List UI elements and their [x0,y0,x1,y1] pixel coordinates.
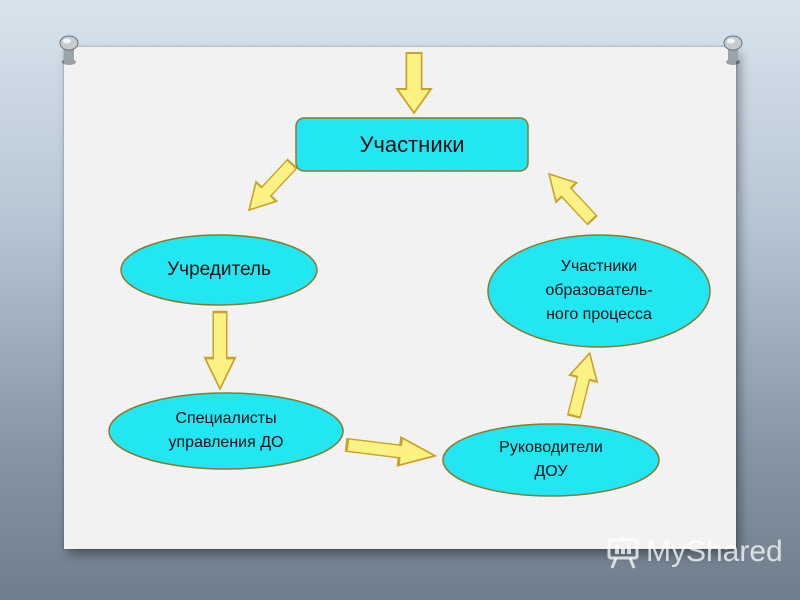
node-bottomright-label: Руководители ДОУ [443,424,659,496]
node-bottomleft-label: Специалисты управления ДО [109,393,343,469]
arrow-right-to-top-icon [537,163,604,231]
node-bottomleft-line-1: Специалисты [175,410,277,427]
node-right-shape [487,234,711,348]
node-right-line-1: Участники [560,258,638,275]
arrow-down-into-top-icon [396,52,432,114]
arrow-bottomright-to-right-icon [559,348,605,421]
arrow-top-to-left-icon [237,153,304,221]
node-right-label: Участники образователь- ного процесса [488,235,710,347]
node-top-shape [295,117,529,172]
node-bottomleft-shape [108,392,344,470]
pushpin-left-icon [59,35,79,65]
node-bottomright-shape [442,423,660,497]
node-top-label: Участники [359,131,465,157]
watermark-text: MyShared [646,535,783,568]
node-bottomright-line-2: ДОУ [534,463,568,480]
node-bottomleft-line-2: управления ДО [168,434,284,451]
node-right-line-3: ного процесса [546,306,652,323]
node-right-line-2: образователь- [545,282,653,299]
node-bottomright-line-1: Руководители [499,439,603,456]
node-left-label: Учредитель [167,259,271,280]
watermark: MyShared [606,535,783,569]
arrow-left-to-bottomleft-icon [203,310,237,391]
presentation-board-icon [607,536,639,569]
arrow-bottomleft-to-bottomright-icon [343,429,439,472]
node-left-shape [120,234,318,306]
pushpin-right-icon [723,35,743,65]
